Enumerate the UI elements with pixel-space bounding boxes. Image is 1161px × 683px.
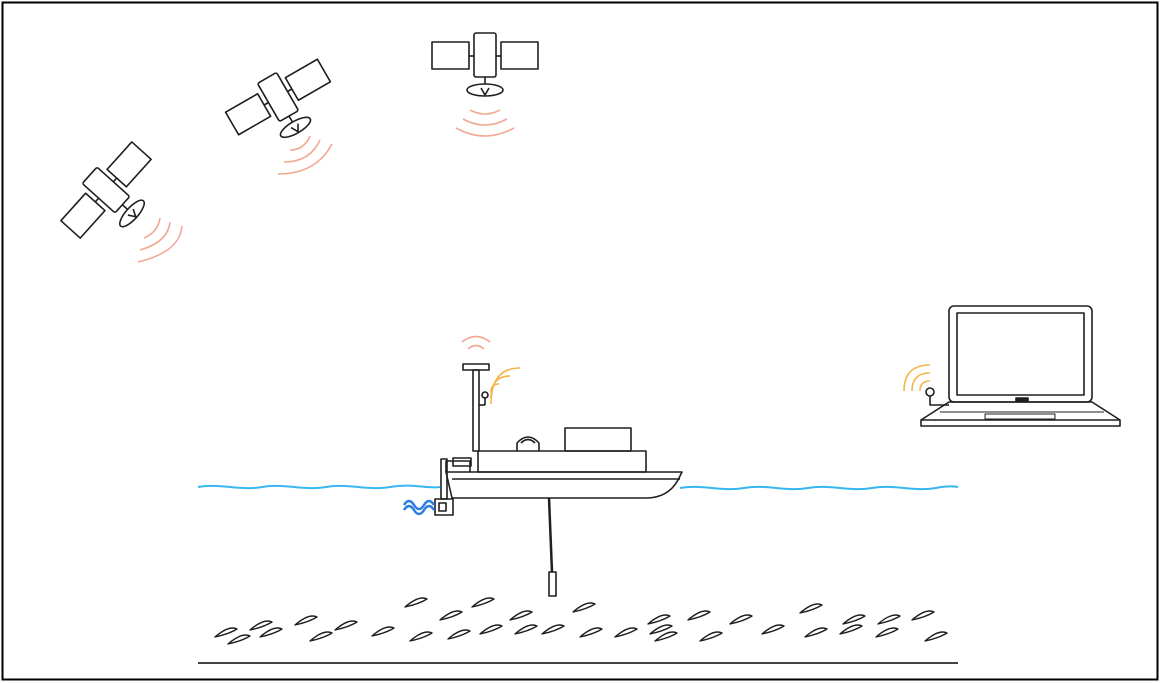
radio-antenna-signal-icon — [491, 368, 520, 404]
solar-panel — [285, 59, 330, 100]
sand-dune — [472, 598, 494, 607]
thruster — [435, 499, 453, 515]
laptop-icon — [921, 306, 1120, 426]
sand-dune — [615, 628, 637, 637]
sand-dune — [925, 632, 947, 641]
satellite-1-signal-icon — [456, 110, 514, 136]
sand-dune — [405, 598, 427, 607]
sand-dune — [843, 615, 865, 624]
gnss-antenna-signal-icon — [462, 337, 490, 352]
laptop-radio-icon — [926, 388, 949, 405]
sand-dune — [805, 628, 827, 637]
survey-boat-icon — [435, 364, 682, 596]
satellite-2-signal-icon — [278, 136, 332, 174]
gnss-mast — [473, 370, 479, 451]
sand-dune — [688, 611, 710, 620]
satellite-dish — [278, 114, 313, 141]
satellite-3-signal-icon — [138, 218, 182, 262]
sand-dune — [762, 625, 784, 634]
sand-dune — [480, 625, 502, 634]
satellite-1-icon — [432, 33, 538, 96]
transducer — [549, 572, 556, 596]
satellite-body — [474, 33, 496, 77]
solar-panel — [501, 42, 538, 69]
water-surface — [198, 486, 958, 490]
sand-dune — [878, 615, 900, 624]
satellite-dish — [116, 197, 148, 230]
sand-dune — [440, 611, 462, 620]
sand-dune — [372, 627, 394, 636]
boat-hatch — [565, 428, 631, 451]
solar-panel — [61, 193, 105, 238]
sand-dune — [700, 632, 722, 641]
boat-hull — [446, 472, 682, 498]
satellite-body — [82, 167, 129, 213]
laptop-screen — [957, 313, 1084, 395]
satellite-2-icon — [221, 51, 344, 159]
solar-panel — [432, 42, 469, 69]
satellite-3-icon — [54, 136, 172, 257]
laptop-lid — [949, 306, 1092, 402]
sand-dune — [510, 611, 532, 620]
diagram-frame — [3, 3, 1158, 680]
sand-dune — [573, 603, 595, 612]
sand-dune — [840, 625, 862, 634]
propeller-wash-icon — [404, 501, 434, 514]
sand-dune — [580, 628, 602, 637]
seabed-dunes — [215, 598, 947, 644]
sand-dune — [912, 611, 934, 620]
sand-dune — [310, 632, 332, 641]
boat-cabin — [478, 451, 646, 472]
sand-dune — [215, 628, 237, 637]
sand-dune — [730, 615, 752, 624]
sand-dune — [655, 632, 677, 641]
sand-dune — [515, 625, 537, 634]
sand-dune — [228, 635, 250, 644]
satellite-body — [257, 72, 298, 121]
sand-dune — [648, 615, 670, 624]
sand-dune — [250, 621, 272, 630]
sand-dune — [260, 628, 282, 637]
sand-dune — [542, 625, 564, 634]
solar-panel — [107, 142, 151, 187]
sand-dune — [410, 632, 432, 641]
sand-dune — [800, 604, 822, 613]
sand-dune — [448, 630, 470, 639]
sand-dune — [876, 628, 898, 637]
laptop-radio-signal-icon — [904, 365, 930, 391]
radio-antenna — [482, 392, 488, 398]
sand-dune — [295, 616, 317, 625]
gnss-antenna — [463, 364, 489, 370]
sand-dune — [335, 621, 357, 630]
solar-panel — [226, 94, 271, 135]
